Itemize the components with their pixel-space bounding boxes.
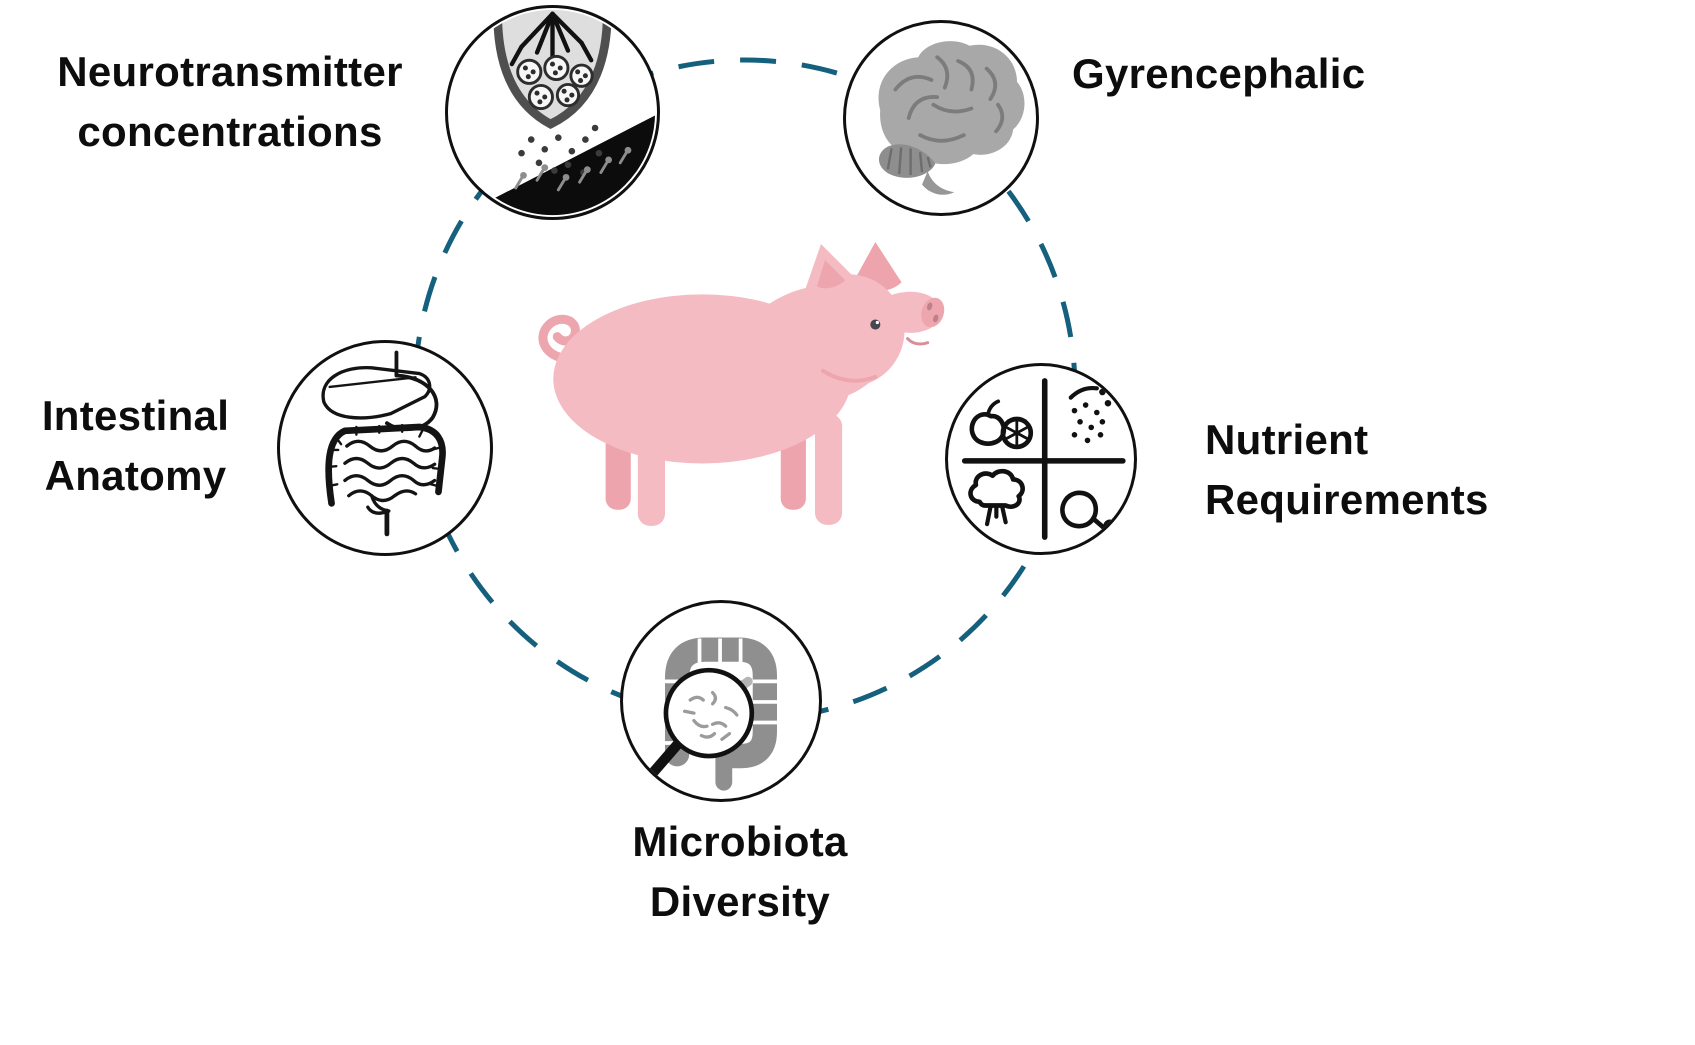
pig-front-leg-near	[814, 414, 843, 525]
pig-eye	[870, 319, 881, 330]
receptor-glyphs	[514, 151, 628, 192]
pig-tail	[538, 314, 580, 364]
bacteria-squiggles	[682, 690, 739, 741]
label-intestinal-anatomy: Intestinal Anatomy	[18, 386, 253, 505]
pig-snout-disc	[921, 297, 945, 328]
piglet-svg	[538, 242, 945, 526]
label-line: Requirements	[1205, 475, 1489, 523]
gyri-lines	[893, 55, 1005, 143]
label-line: Nutrient	[1205, 416, 1369, 463]
cerebellum-folia	[886, 147, 932, 175]
drumstick-meat	[1060, 490, 1099, 529]
colon	[665, 637, 777, 769]
vesicle-contents	[522, 61, 588, 105]
apple-stem	[986, 399, 1001, 417]
apple	[969, 412, 1007, 446]
seed-sprig	[1068, 385, 1099, 400]
pig-jaw-shade	[821, 368, 878, 383]
label-neurotransmitter-concentrations: Neurotransmitter concentrations	[10, 42, 450, 161]
piglet-illustration	[520, 238, 965, 550]
pig-nostril	[927, 302, 933, 311]
liver	[321, 366, 432, 420]
pig-head	[791, 274, 905, 387]
pig-mouth	[906, 337, 930, 346]
intestinal-anatomy-icon	[277, 340, 493, 556]
pig-inner-ear	[816, 260, 846, 289]
colon-frame	[325, 423, 446, 507]
gut-microbiota-magnifier-icon	[620, 600, 822, 802]
label-line: Microbiota	[632, 818, 848, 865]
broccoli-stalk	[984, 503, 1008, 527]
nutrient-quadrants-icon	[945, 363, 1137, 555]
pig-hind-leg-near	[637, 417, 666, 526]
intestines-svg	[321, 350, 446, 537]
haustra-ticks	[325, 423, 442, 488]
liver-lobe-line	[328, 376, 417, 389]
brain-icon	[843, 20, 1039, 216]
brain-svg	[878, 41, 1025, 195]
label-line: Gyrencephalic	[1072, 50, 1366, 97]
label-gyrencephalic: Gyrencephalic	[1072, 44, 1492, 104]
sprinkle-dots	[1071, 388, 1112, 444]
synapse-svg	[465, 9, 656, 216]
label-line: concentrations	[77, 107, 383, 155]
label-line: Anatomy	[44, 451, 227, 499]
brainstem	[922, 171, 955, 195]
label-line: Intestinal	[41, 392, 230, 439]
label-line: Diversity	[649, 877, 831, 925]
pig-nostril	[933, 314, 939, 323]
magnifier-handle	[647, 739, 683, 778]
small-intestine-coils	[343, 439, 437, 515]
label-microbiota-diversity: Microbiota Diversity	[555, 812, 925, 931]
pig-eye-highlight	[875, 320, 879, 325]
terminal-filaments	[509, 11, 594, 67]
orange-segments	[1003, 417, 1031, 449]
magnifier-lens	[663, 667, 755, 759]
nutrition-svg	[961, 378, 1126, 542]
label-line: Neurotransmitter	[57, 48, 403, 95]
receptor-heads	[520, 146, 632, 181]
broccoli	[968, 468, 1025, 509]
label-nutrient-requirements: Nutrient Requirements	[1205, 410, 1635, 529]
microbiota-svg	[647, 637, 778, 791]
synapse-icon	[445, 5, 660, 220]
postsynaptic-membrane	[465, 114, 656, 216]
